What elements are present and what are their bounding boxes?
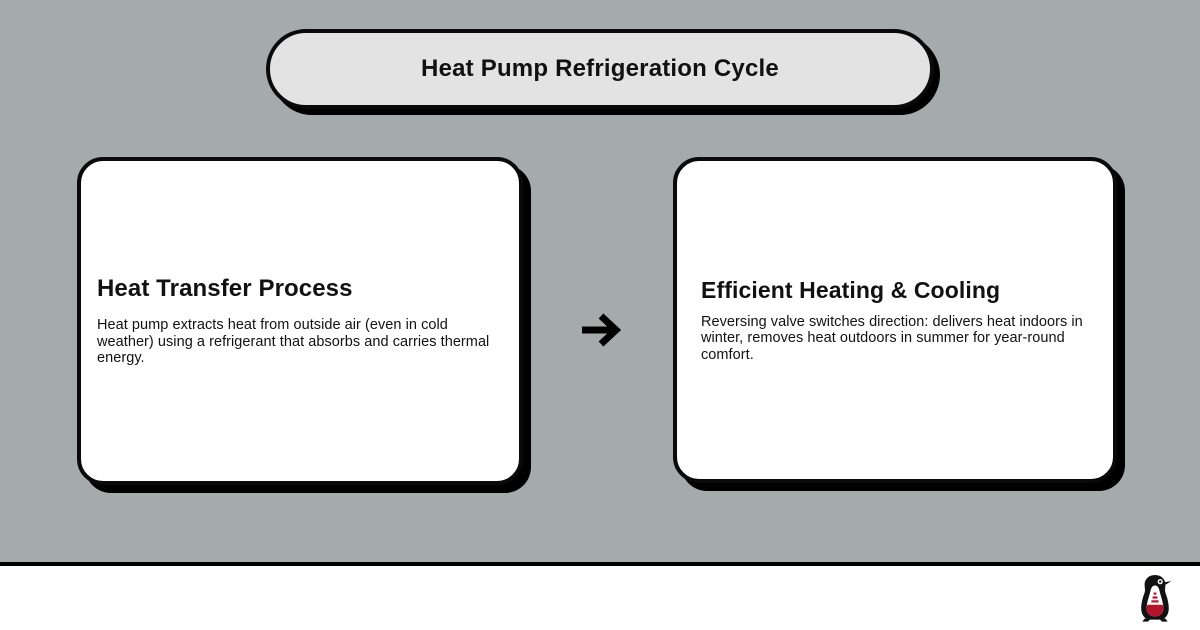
card-heading: Heat Transfer Process [97, 275, 353, 303]
arrow-right-icon [575, 303, 625, 355]
card-body-text: Reversing valve switches direction: deli… [701, 313, 1083, 363]
slide-title-banner: Heat Pump Refrigeration Cycle [266, 29, 934, 109]
footer-divider [0, 562, 1200, 566]
penguin-logo-icon [1128, 571, 1182, 625]
card-body-text: Heat pump extracts heat from outside air… [97, 317, 490, 367]
footer-bar [0, 566, 1200, 630]
page-title: Heat Pump Refrigeration Cycle [421, 54, 779, 82]
card-content: Heat Transfer Process Heat pump extracts… [81, 161, 519, 481]
card-heading: Efficient Heating & Cooling [701, 276, 1001, 303]
card-content: Efficient Heating & Cooling Reversing va… [677, 161, 1113, 479]
card-heat-transfer-process[interactable]: Heat Transfer Process Heat pump extracts… [77, 157, 523, 485]
card-efficient-heating-cooling[interactable]: Efficient Heating & Cooling Reversing va… [673, 157, 1117, 483]
